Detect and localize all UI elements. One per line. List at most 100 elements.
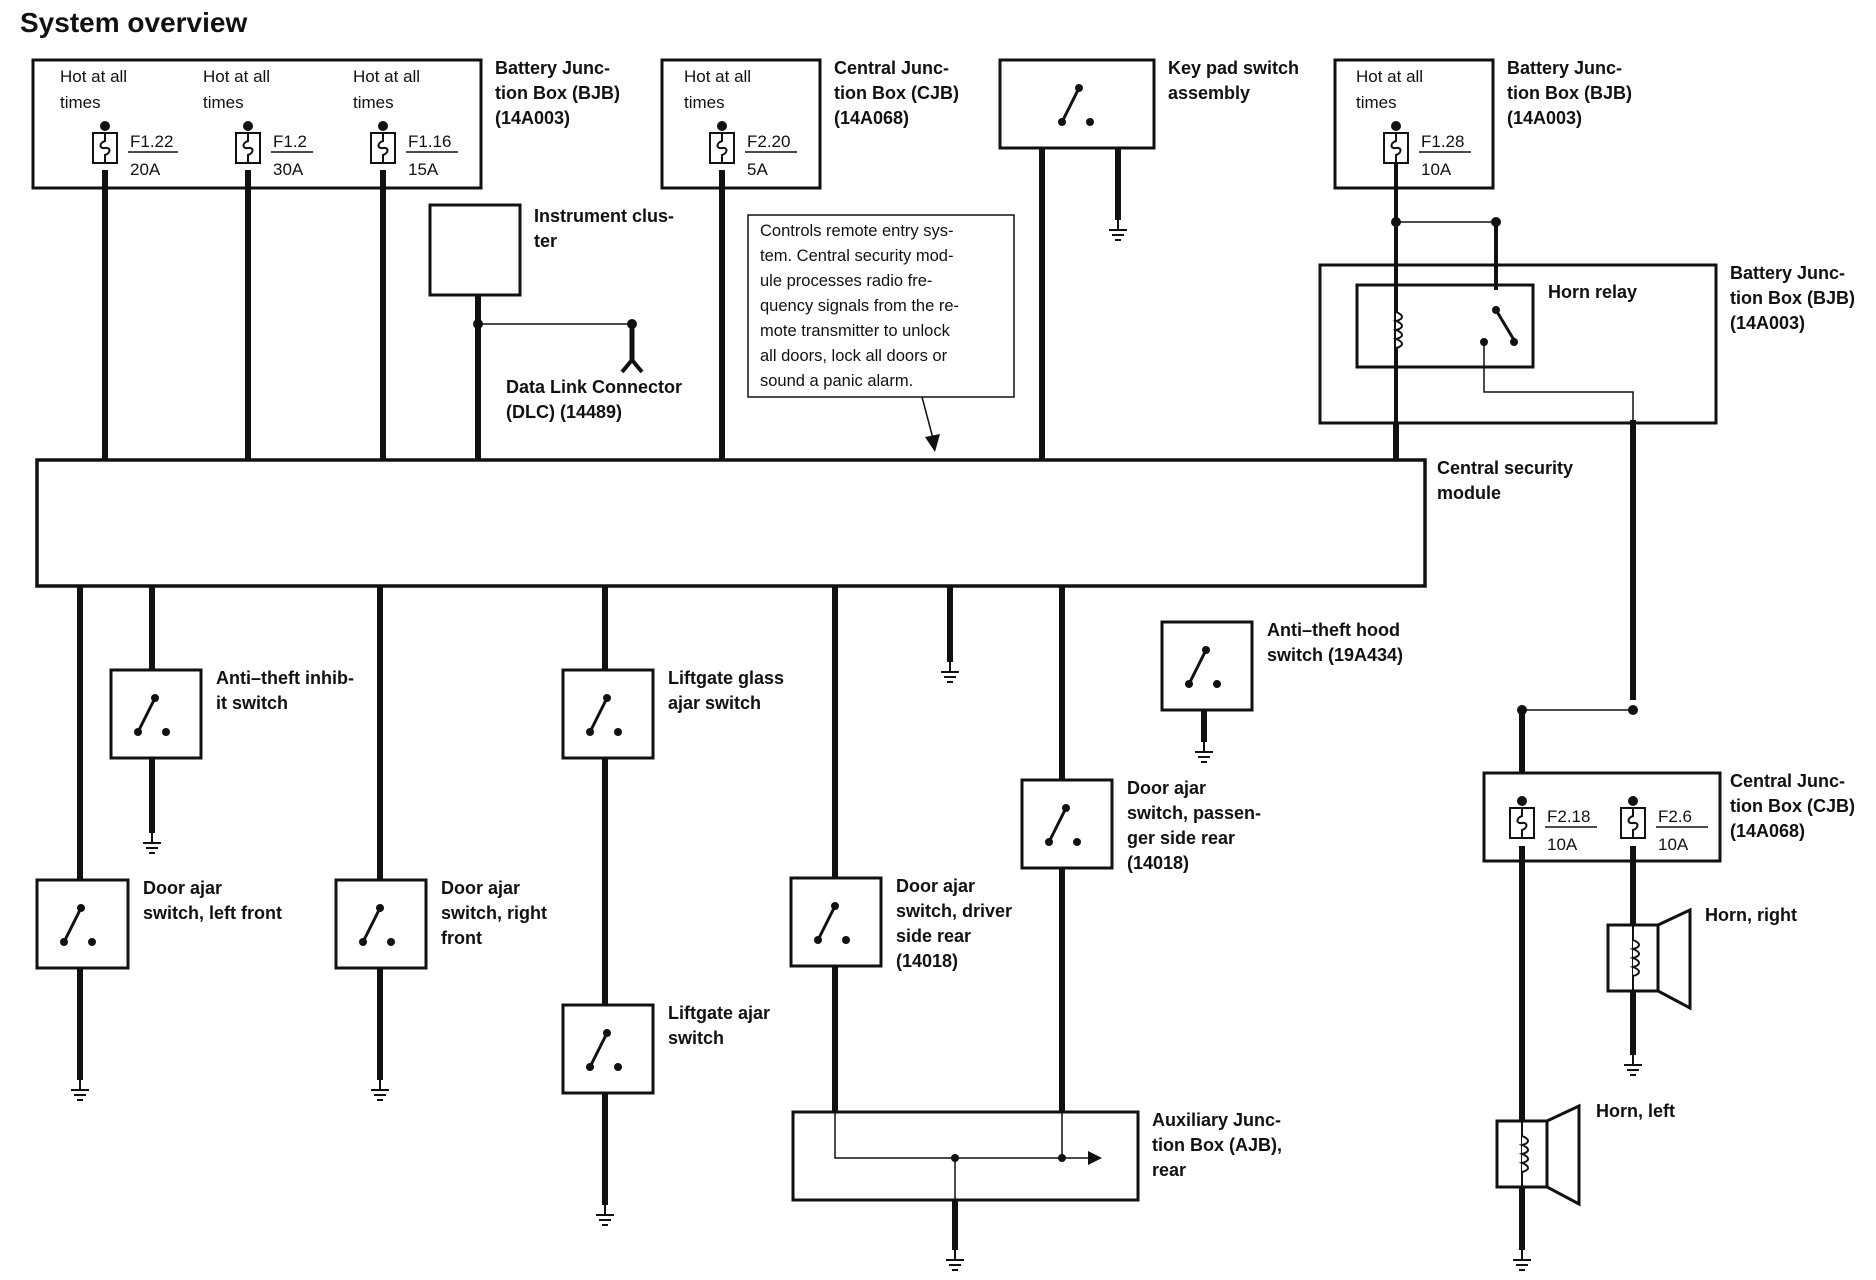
csm-label: module <box>1437 483 1501 503</box>
cjb-label: tion Box (CJB) <box>834 83 959 103</box>
door-ajar-right-front-switch <box>334 878 428 970</box>
auxiliary-junction-box <box>791 1110 1140 1202</box>
fuse-icon <box>1383 120 1409 164</box>
page-title: System overview <box>20 7 247 38</box>
liftgate-glass-ajar-switch <box>561 668 655 760</box>
door-ajar-passenger-rear-label: Door ajar <box>1127 778 1206 798</box>
hot-label: times <box>1356 93 1397 112</box>
hot-label: Hot at all <box>1356 67 1423 86</box>
ground-icon <box>1512 1249 1532 1271</box>
instrument-cluster <box>428 203 522 297</box>
csm-label: Central security <box>1437 458 1573 478</box>
hot-label: times <box>203 93 244 112</box>
fuse-rating: 10A <box>1658 835 1689 854</box>
door-ajar-passenger-rear-label: (14018) <box>1127 853 1189 873</box>
ground-icon <box>595 1204 615 1226</box>
liftgate-ajar-switch <box>561 1003 655 1095</box>
anti-theft-inhibit-label: it switch <box>216 693 288 713</box>
central-security-module <box>35 458 1427 588</box>
cjb-label: Central Junc- <box>834 58 949 78</box>
hot-label: Hot at all <box>60 67 127 86</box>
door-ajar-left-front-switch <box>35 878 130 970</box>
door-ajar-driver-rear-label: side rear <box>896 926 971 946</box>
fuse-rating: 10A <box>1547 835 1578 854</box>
hot-label: Hot at all <box>684 67 751 86</box>
horn-right-label: Horn, right <box>1705 905 1797 925</box>
anti-theft-inhibit-label: Anti–theft inhib- <box>216 668 354 688</box>
note-box: Controls remote entry sys- tem. Central … <box>747 214 1015 452</box>
anti-theft-inhibit-switch <box>109 668 203 760</box>
cjb-label-right: Central Junc- <box>1730 771 1845 791</box>
hot-label: times <box>60 93 101 112</box>
hot-label: times <box>684 93 725 112</box>
horn-relay-box <box>1318 163 1718 700</box>
liftgate-ajar-label: Liftgate ajar <box>668 1003 770 1023</box>
anti-theft-hood-label: Anti–theft hood <box>1267 620 1400 640</box>
door-ajar-driver-rear-label: switch, driver <box>896 901 1012 921</box>
fuse-rating: 5A <box>747 160 768 179</box>
bjb-label: tion Box (BJB) <box>495 83 620 103</box>
ground-icon <box>945 1249 965 1271</box>
note-line: quency signals from the re- <box>760 297 959 315</box>
hot-label: times <box>353 93 394 112</box>
door-ajar-passenger-rear-switch <box>1020 778 1114 870</box>
bjb-fuse-box-right: Hot at all times F1.28 10A <box>1333 58 1495 190</box>
ground-icon <box>70 1079 90 1101</box>
horn-relay-label: Horn relay <box>1548 282 1637 302</box>
cjb-label: (14A068) <box>834 108 909 128</box>
note-line: tem. Central security mod- <box>760 247 953 265</box>
door-ajar-driver-rear-label: (14018) <box>896 951 958 971</box>
cjb-horn-fuse-box: F2.18 10A F2.6 10A <box>1482 771 1722 863</box>
door-ajar-driver-rear-switch <box>789 876 883 968</box>
note-line: Controls remote entry sys- <box>760 222 953 240</box>
bjb-label: (14A003) <box>495 108 570 128</box>
fuse-id: F2.18 <box>1547 807 1590 826</box>
liftgate-ajar-label: switch <box>668 1028 724 1048</box>
note-line: ule processes radio fre- <box>760 272 932 290</box>
cjb-label-right: (14A068) <box>1730 821 1805 841</box>
ground-icon <box>1623 1054 1643 1076</box>
fuse-id: F1.2 <box>273 132 307 151</box>
fuse-rating: 15A <box>408 160 439 179</box>
hot-label: Hot at all <box>203 67 270 86</box>
instrument-cluster-label: Instrument clus- <box>534 206 674 226</box>
bjb-relay-label: (14A003) <box>1730 313 1805 333</box>
bjb-label-right: (14A003) <box>1507 108 1582 128</box>
ground-icon <box>1194 741 1214 763</box>
door-ajar-right-front-label: front <box>441 928 482 948</box>
fuse-id: F1.16 <box>408 132 451 151</box>
liftgate-glass-label: ajar switch <box>668 693 761 713</box>
door-ajar-driver-rear-label: Door ajar <box>896 876 975 896</box>
ground-icon <box>940 661 960 683</box>
ajb-label: tion Box (AJB), <box>1152 1135 1282 1155</box>
fuse-icon <box>370 120 396 164</box>
bjb-relay-label: Battery Junc- <box>1730 263 1845 283</box>
cjb-fuse-box-top: Hot at all times F2.20 5A <box>660 58 822 190</box>
dlc-label: Data Link Connector <box>506 377 682 397</box>
ground-icon <box>1108 219 1128 241</box>
ajb-label: Auxiliary Junc- <box>1152 1110 1281 1130</box>
fuse-icon <box>235 120 261 164</box>
horn-left-icon <box>1495 1103 1581 1207</box>
fuse-id: F1.28 <box>1421 132 1464 151</box>
fuse-rating: 30A <box>273 160 304 179</box>
instrument-cluster-label: ter <box>534 231 557 251</box>
note-line: all doors, lock all doors or <box>760 347 948 365</box>
door-ajar-left-front-label: Door ajar <box>143 878 222 898</box>
fuse-rating: 20A <box>130 160 161 179</box>
fuse-rating: 10A <box>1421 160 1452 179</box>
ajb-label: rear <box>1152 1160 1186 1180</box>
door-ajar-passenger-rear-label: switch, passen- <box>1127 803 1261 823</box>
liftgate-glass-label: Liftgate glass <box>668 668 784 688</box>
bjb-relay-label: tion Box (BJB) <box>1730 288 1855 308</box>
ground-icon <box>142 832 162 854</box>
fuse-id: F2.20 <box>747 132 790 151</box>
hot-label: Hot at all <box>353 67 420 86</box>
horn-right-icon <box>1606 907 1692 1011</box>
fuse-id: F1.22 <box>130 132 173 151</box>
bjb-fuse-box-left: Hot at all times Hot at all times Hot at… <box>31 58 483 190</box>
note-line: sound a panic alarm. <box>760 372 913 390</box>
bjb-label-right: Battery Junc- <box>1507 58 1622 78</box>
fuse-icon <box>709 120 735 164</box>
door-ajar-right-front-label: Door ajar <box>441 878 520 898</box>
